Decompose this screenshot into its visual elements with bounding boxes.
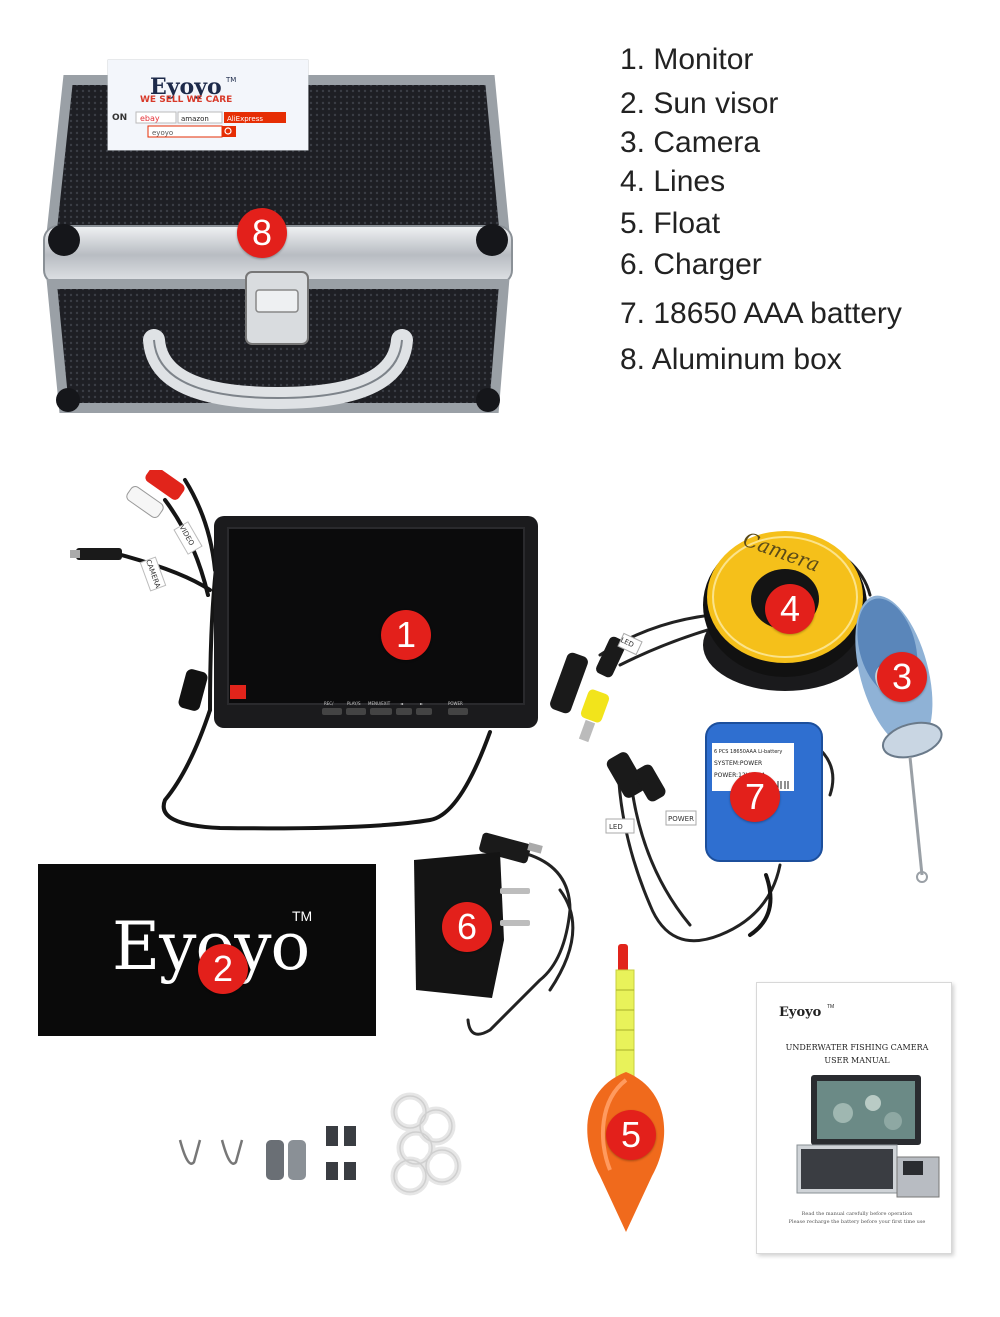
- store-amazon-logo: amazon: [181, 115, 209, 123]
- box-sticker-slogan: WE SELL WE CARE: [140, 95, 232, 105]
- manual-title-line2: USER MANUAL: [824, 1056, 890, 1065]
- legend-item-lines: 4. Lines: [620, 165, 726, 198]
- legend-item-box: 8. Aluminum box: [620, 343, 842, 376]
- visor-tm: TM: [292, 908, 313, 924]
- monitor-btn-menu-label: MENU/EXIT: [368, 701, 391, 706]
- manual-cover-photo: [796, 1075, 940, 1198]
- manual-tm: TM: [827, 1004, 835, 1010]
- battery-image: LED POWER 6 PCS 18650AAA Li-battery SYST…: [605, 722, 835, 943]
- legend-item-battery: 7. 18650 AAA battery: [620, 297, 902, 330]
- badge-monitor: 1: [381, 610, 431, 660]
- battery-cable-tag-power: POWER: [668, 815, 694, 823]
- monitor-btn-power-label: POWER: [448, 701, 463, 706]
- manual-title-line1: UNDERWATER FISHING CAMERA: [785, 1043, 929, 1052]
- manual-brand: Eyoyo: [779, 1005, 822, 1020]
- box-sticker-tm: TM: [225, 76, 236, 84]
- store-ebay-logo: ebay: [140, 114, 160, 123]
- battery-cable-tag-led: LED: [609, 823, 623, 831]
- badge-sun-visor: 2: [198, 944, 248, 994]
- battery-label-line2: SYSTEM:POWER: [714, 760, 762, 767]
- legend-item-float: 5. Float: [620, 207, 721, 240]
- legend-item-sun-visor: 2. Sun visor: [620, 87, 779, 120]
- legend-item-charger: 6. Charger: [620, 248, 762, 281]
- legend-item-camera: 3. Camera: [620, 126, 761, 159]
- badge-aluminum-box: 8: [237, 208, 287, 258]
- monitor-btn-right-label: ►: [420, 701, 424, 706]
- badge-float: 5: [606, 1110, 656, 1160]
- user-manual: Eyoyo TM UNDERWATER FISHING CAMERA USER …: [756, 982, 952, 1254]
- monitor-btn-rec-label: REC/: [324, 701, 334, 706]
- badge-lines: 4: [765, 584, 815, 634]
- badge-charger: 6: [442, 902, 492, 952]
- box-sticker-brand: Eyoyo: [150, 74, 222, 100]
- search-icon: [224, 127, 232, 135]
- legend-item-monitor: 1. Monitor: [620, 43, 754, 76]
- float-image: [587, 944, 665, 1232]
- manual-footer-line1: Read the manual carefully before operati…: [801, 1211, 913, 1217]
- badge-battery: 7: [730, 772, 780, 822]
- store-aliexpress-logo: AliExpress: [227, 115, 263, 123]
- box-sticker-on: ON: [112, 113, 127, 123]
- small-parts-image: [178, 1092, 462, 1196]
- manual-footer-line2: Please recharge the battery before your …: [788, 1219, 926, 1225]
- badge-camera: 3: [877, 652, 927, 702]
- monitor-image: VIDEO CAMERA REC/ PLAY/S MENU/EXIT ◄ ► P…: [70, 470, 538, 831]
- box-sticker-search-text: eyoyo: [152, 129, 173, 137]
- aluminum-box-image: Eyoyo TM WE SELL WE CARE ON ebay amazon …: [43, 59, 513, 413]
- battery-label-line1: 6 PCS 18650AAA Li-battery: [714, 749, 782, 755]
- monitor-btn-left-label: ◄: [400, 701, 404, 706]
- monitor-btn-play-label: PLAY/S: [347, 701, 361, 706]
